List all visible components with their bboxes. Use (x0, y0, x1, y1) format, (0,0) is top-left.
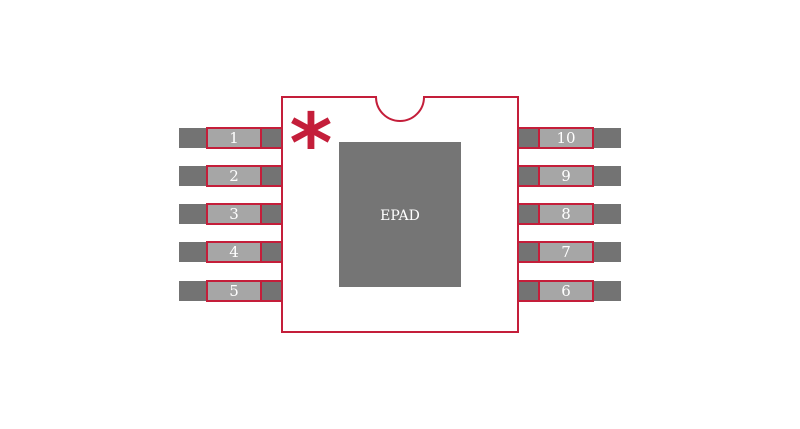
pin-number: 5 (229, 282, 239, 300)
pin-9: 9 (517, 165, 621, 187)
pin-pad-inner (517, 280, 540, 302)
pin-pad-inner (517, 241, 540, 263)
epad-label: EPAD (380, 208, 420, 224)
pin-number: 4 (229, 243, 239, 261)
body-outline (281, 96, 519, 333)
pin-1: 1 (179, 127, 283, 149)
pin-number: 2 (229, 167, 239, 185)
pin-pad-inner (260, 165, 283, 187)
pin-2: 2 (179, 165, 283, 187)
pin-pad-inner (517, 127, 540, 149)
pin-5: 5 (179, 280, 283, 302)
pin-number: 6 (561, 282, 571, 300)
pin-10: 10 (517, 127, 621, 149)
pin-6: 6 (517, 280, 621, 302)
pin-8: 8 (517, 203, 621, 225)
pin-pad-inner (517, 203, 540, 225)
pin-pad-inner (260, 127, 283, 149)
epad (339, 142, 461, 287)
pin-number: 3 (229, 205, 239, 223)
pin-number: 7 (561, 243, 571, 261)
pin-7: 7 (517, 241, 621, 263)
pin-pad-inner (260, 203, 283, 225)
package-body (281, 96, 519, 333)
pin-4: 4 (179, 241, 283, 263)
pin-pad-inner (260, 280, 283, 302)
pin-number: 1 (229, 129, 239, 147)
pin-number: 9 (561, 167, 571, 185)
left-pin-row: 1 2 3 4 5 (179, 127, 283, 302)
pin1-marker: * (290, 97, 333, 192)
right-pin-row: 10 9 8 7 6 (517, 127, 621, 302)
pin-pad-inner (260, 241, 283, 263)
pin-3: 3 (179, 203, 283, 225)
pin-pad-inner (517, 165, 540, 187)
pin-number: 10 (556, 129, 575, 147)
pin-number: 8 (561, 205, 571, 223)
